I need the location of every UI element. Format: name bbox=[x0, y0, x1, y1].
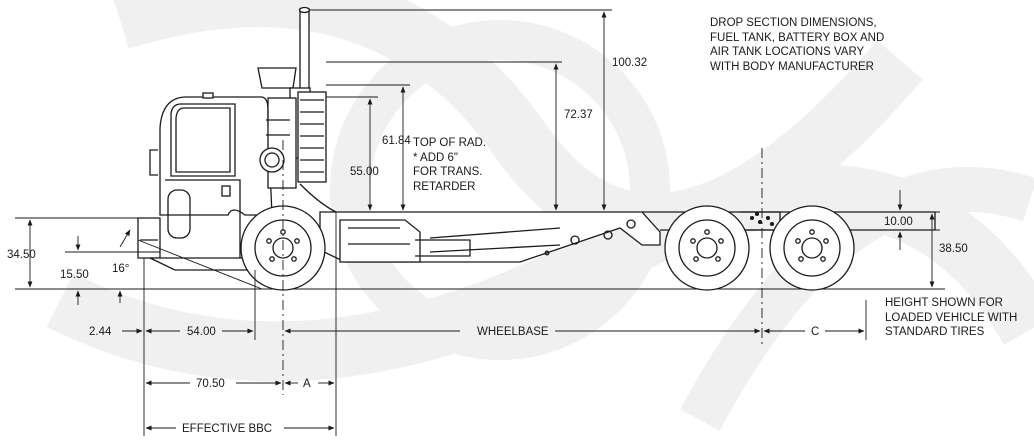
dim-stack-height: 100.32 bbox=[612, 57, 647, 69]
watermark-logo bbox=[46, 0, 1034, 431]
dimension-lines bbox=[15, 9, 940, 436]
dim-rear-frame-height: 38.50 bbox=[939, 243, 968, 255]
top-of-rad-note: TOP OF RAD. * ADD 6" FOR TRANS. RETARDER bbox=[413, 137, 487, 193]
dim-rear-c: C bbox=[811, 326, 819, 338]
dim-effective-bbc: EFFECTIVE BBC bbox=[182, 423, 272, 435]
dim-bumper-height: 15.50 bbox=[60, 269, 89, 281]
truck-drawing bbox=[137, 6, 936, 291]
radiator bbox=[259, 91, 337, 213]
dim-frame-top: 55.00 bbox=[350, 166, 379, 178]
dim-frame-height-rear: 10.00 bbox=[884, 216, 913, 228]
frame-rail bbox=[319, 211, 936, 263]
dim-bbc: 70.50 bbox=[196, 378, 225, 390]
height-shown-note: HEIGHT SHOWN FOR LOADED VEHICLE WITH STA… bbox=[885, 297, 1018, 338]
dimension-labels: 100.32 72.37 61.84 55.00 10.00 38.50 34.… bbox=[7, 57, 968, 435]
dim-bumper-overhang: 2.44 bbox=[89, 326, 112, 338]
dim-a: A bbox=[303, 378, 311, 390]
dim-front-height: 34.50 bbox=[7, 249, 36, 261]
drop-section-note: DROP SECTION DIMENSIONS, FUEL TANK, BATT… bbox=[710, 17, 885, 73]
dim-cab-height: 72.37 bbox=[564, 109, 593, 121]
rear-wheel-2 bbox=[769, 205, 855, 291]
dim-approach-angle: 16° bbox=[112, 263, 129, 275]
dim-wheelbase: WHEELBASE bbox=[477, 326, 549, 338]
dim-rad-top: 61.84 bbox=[382, 135, 411, 147]
dim-bumper-to-axle: 54.00 bbox=[187, 326, 216, 338]
rear-wheel-1 bbox=[664, 205, 750, 291]
